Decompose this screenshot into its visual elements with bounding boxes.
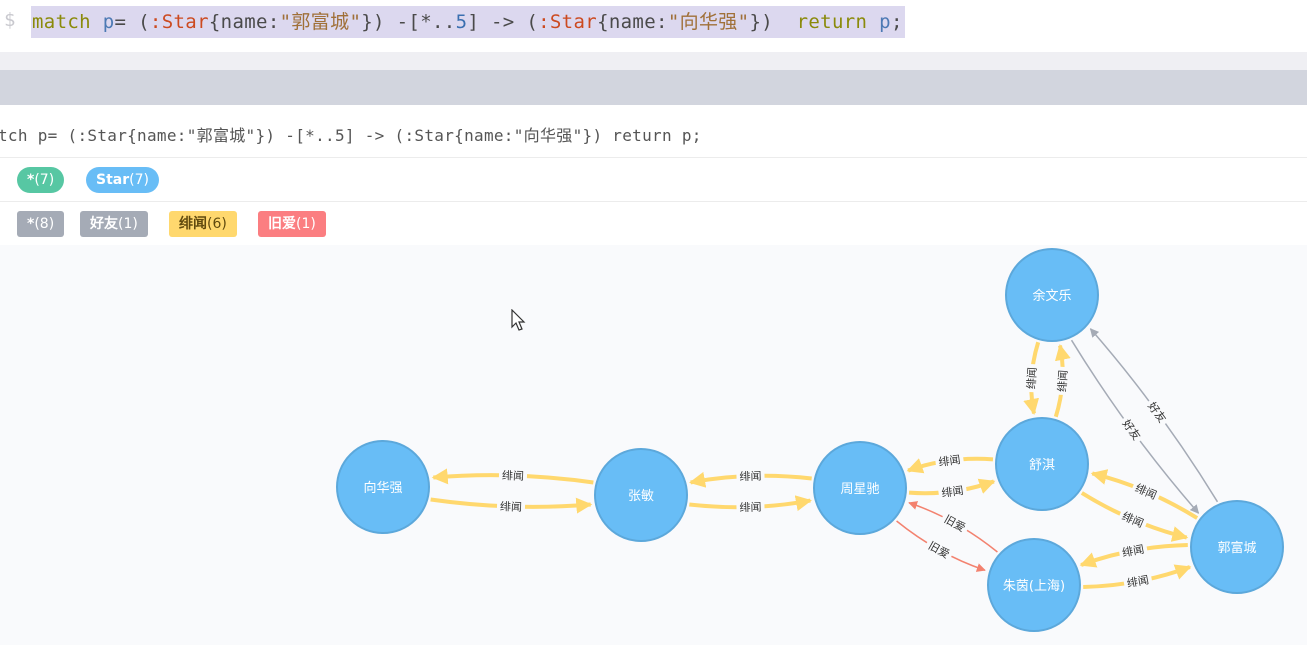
relationship-label-bg	[1143, 396, 1172, 428]
graph-node[interactable]: 向华强	[336, 440, 430, 534]
node-label-pill-name: Star	[96, 172, 130, 188]
graph-node[interactable]: 朱茵(上海)	[987, 538, 1081, 632]
graph-node-label: 余文乐	[1032, 288, 1071, 304]
node-label-pill[interactable]: Star(7)	[86, 167, 159, 193]
query-token: name	[220, 11, 268, 33]
graph-node-circle[interactable]	[336, 440, 430, 534]
graph-node-circle[interactable]	[813, 441, 907, 535]
rel-type-pill-name: 旧爱	[268, 216, 296, 232]
relationship-label: 绯闻	[941, 483, 965, 500]
relationship-label-bg	[1118, 541, 1149, 561]
query-token: p	[102, 11, 115, 33]
rel-type-pill[interactable]: 旧爱(1)	[258, 211, 326, 237]
rel-type-pill-count: (8)	[34, 216, 55, 232]
mouse-cursor-icon	[511, 309, 526, 331]
relationship-label-bg	[498, 468, 528, 483]
relationship-label: 绯闻	[739, 500, 761, 515]
relationship-label-bg	[496, 499, 526, 514]
rel-type-pill-count: (6)	[207, 216, 227, 232]
graph-node[interactable]: 郭富城	[1190, 500, 1284, 594]
relationship-label: 绯闻	[500, 499, 522, 514]
query-token: {	[208, 11, 221, 33]
relationship-label-bg	[939, 510, 971, 537]
graph-svg[interactable]: 绯闻绯闻绯闻绯闻绯闻绯闻绯闻绯闻好友好友绯闻绯闻绯闻绯闻旧爱旧爱 向华强张敏周星…	[0, 245, 1307, 645]
relationship-label-bg	[1054, 366, 1071, 396]
graph-node-circle[interactable]	[995, 417, 1089, 511]
query-token: = (	[114, 11, 150, 33]
node-label-pill-name: *	[27, 172, 35, 188]
relationship-label: 绯闻	[938, 452, 962, 469]
rel-type-pill-name: 绯闻	[179, 216, 207, 232]
query-token: return	[796, 11, 868, 33]
relationship-label: 绯闻	[739, 469, 761, 484]
node-label-pill[interactable]: *(7)	[17, 167, 65, 193]
graph-node-label: 向华强	[363, 480, 402, 496]
relationship-label: 绯闻	[1055, 370, 1070, 393]
result-query-bar[interactable]: tch p= (:Star{name:"郭富城"}) -[*..5] -> (:…	[0, 105, 1307, 158]
query-token: :Star	[149, 11, 209, 33]
graph-node[interactable]: 余文乐	[1005, 248, 1099, 342]
query-token: name	[608, 11, 657, 33]
graph-node-label: 郭富城	[1217, 540, 1256, 556]
relationship-label-bg	[736, 468, 765, 484]
relationship-label: 绯闻	[1121, 542, 1145, 560]
graph-canvas[interactable]: 绯闻绯闻绯闻绯闻绯闻绯闻绯闻绯闻好友好友绯闻绯闻绯闻绯闻旧爱旧爱 向华强张敏周星…	[0, 245, 1307, 645]
relationship-label-bg	[934, 451, 965, 470]
node-labels-row: *(7)Star(7)	[0, 158, 1307, 202]
graph-node-label: 舒淇	[1029, 458, 1055, 473]
rel-type-pill[interactable]: 好友(1)	[80, 211, 148, 237]
query-token: ;	[890, 11, 903, 33]
relationship-label: 绯闻	[502, 468, 524, 483]
graph-node-circle[interactable]	[594, 448, 688, 542]
node-label-pill-count: (7)	[34, 172, 55, 188]
rel-type-pill[interactable]: *(8)	[17, 211, 65, 237]
relationship-label-bg	[1117, 507, 1149, 532]
query-editor[interactable]: $ match p= (:Star{name:"郭富城"}) -[*..5] -…	[0, 0, 1307, 52]
rel-type-pill[interactable]: 绯闻(6)	[169, 211, 237, 237]
query-token: {	[597, 11, 609, 33]
query-input[interactable]: match p= (:Star{name:"郭富城"}) -[*..5] -> …	[31, 6, 905, 38]
query-token: }) -[*..	[361, 11, 456, 33]
prompt-symbol: $	[4, 9, 16, 31]
query-token: ] -> (	[467, 11, 539, 33]
rel-type-pill-name: *	[27, 216, 35, 232]
editor-divider	[0, 52, 1307, 70]
rel-type-pill-count: (1)	[118, 216, 138, 232]
graph-node-circle[interactable]	[987, 538, 1081, 632]
relationship-label-bg	[1117, 414, 1146, 446]
result-frame-header[interactable]	[0, 70, 1307, 105]
relationship-label: 绯闻	[1126, 572, 1150, 590]
node-label-pill-count: (7)	[129, 172, 149, 188]
relationship-label-bg	[923, 536, 955, 563]
query-token: :Star	[538, 11, 598, 33]
rel-type-pill-name: 好友	[90, 216, 118, 232]
relationship-label-bg	[1023, 363, 1040, 393]
graph-node[interactable]: 张敏	[594, 448, 688, 542]
relationship-label: 绯闻	[1024, 367, 1039, 390]
graph-node-label: 张敏	[628, 489, 654, 504]
graph-node-circle[interactable]	[1190, 500, 1284, 594]
relationship-label-bg	[937, 482, 968, 501]
graph-node-label: 周星驰	[840, 482, 879, 497]
rel-type-pill-count: (1)	[296, 216, 316, 232]
query-token: :	[267, 11, 280, 33]
query-token: })	[749, 11, 797, 33]
query-token: "向华强"	[667, 11, 750, 33]
relationship-types-row: *(8)好友(1)绯闻(6)旧爱(1)	[0, 202, 1307, 246]
query-token	[867, 11, 879, 33]
graph-node[interactable]: 舒淇	[995, 417, 1089, 511]
result-query-text: tch p= (:Star{name:"郭富城"}) -[*..5] -> (:…	[0, 126, 702, 145]
query-token	[91, 11, 103, 33]
graph-node-label: 朱茵(上海)	[1003, 579, 1065, 594]
query-token: match	[32, 11, 91, 33]
query-token: :	[656, 11, 668, 33]
graph-node[interactable]: 周星驰	[813, 441, 907, 535]
relationship-label-bg	[736, 499, 765, 515]
relationship-label-bg	[1130, 479, 1162, 504]
query-token: "郭富城"	[279, 11, 362, 33]
query-token: p	[879, 11, 891, 33]
graph-node-circle[interactable]	[1005, 248, 1099, 342]
query-token: 5	[455, 11, 468, 33]
relationship-label-bg	[1122, 571, 1153, 591]
